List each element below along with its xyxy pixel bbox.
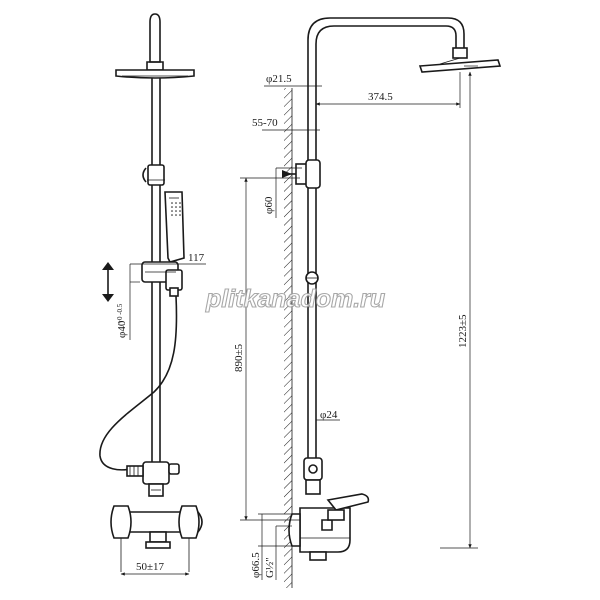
bar-diameter-label: φ24 [320, 409, 338, 421]
watermark: plitkanadom.ru [205, 285, 385, 313]
sliding-holder [141, 261, 183, 297]
shower-arm [307, 17, 465, 170]
holder-collar [142, 164, 165, 186]
lower-riser [305, 188, 319, 458]
slide-direction-arrow-icon [102, 262, 114, 302]
diverter-side [303, 457, 323, 495]
inlet-thread-label: G½" [264, 557, 276, 578]
flange-diameter-label: φ66.5 [250, 552, 262, 578]
holder-to-mixer-height-label: 890±5 [233, 343, 245, 372]
total-height-label: 1223±5 [457, 314, 469, 348]
overhead-shower-head [115, 61, 195, 79]
hand-shower [164, 191, 185, 263]
wall-bracket [282, 159, 321, 189]
inlet-spacing-label: 50±17 [136, 561, 165, 573]
slider-diameter-label: φ40 +0 -0.5 [116, 303, 128, 338]
side-view-dimension-lines [240, 65, 478, 580]
wall-distance-label: 55-70 [252, 117, 278, 129]
svg-text:φ40: φ40 [116, 320, 128, 338]
holder-diameter-label: φ60 [263, 196, 275, 214]
hand-shower-offset-label: 117 [188, 252, 205, 264]
hand-shower-nozzles [171, 202, 181, 216]
wall-section [284, 88, 293, 588]
wall-inlets [120, 538, 190, 572]
shower-hose [99, 295, 178, 471]
front-view [99, 13, 203, 572]
mixer-side [288, 493, 370, 561]
front-view-dimension-lines [120, 263, 206, 576]
pipe-diameter-label: φ21.5 [266, 73, 292, 85]
svg-text:+0 -0.5: +0 -0.5 [116, 303, 124, 324]
mixer-body [110, 505, 203, 549]
diverter [126, 461, 180, 497]
arm-reach-label: 374.5 [368, 91, 393, 103]
rain-shower-head-side [418, 47, 502, 73]
side-view [282, 17, 502, 561]
